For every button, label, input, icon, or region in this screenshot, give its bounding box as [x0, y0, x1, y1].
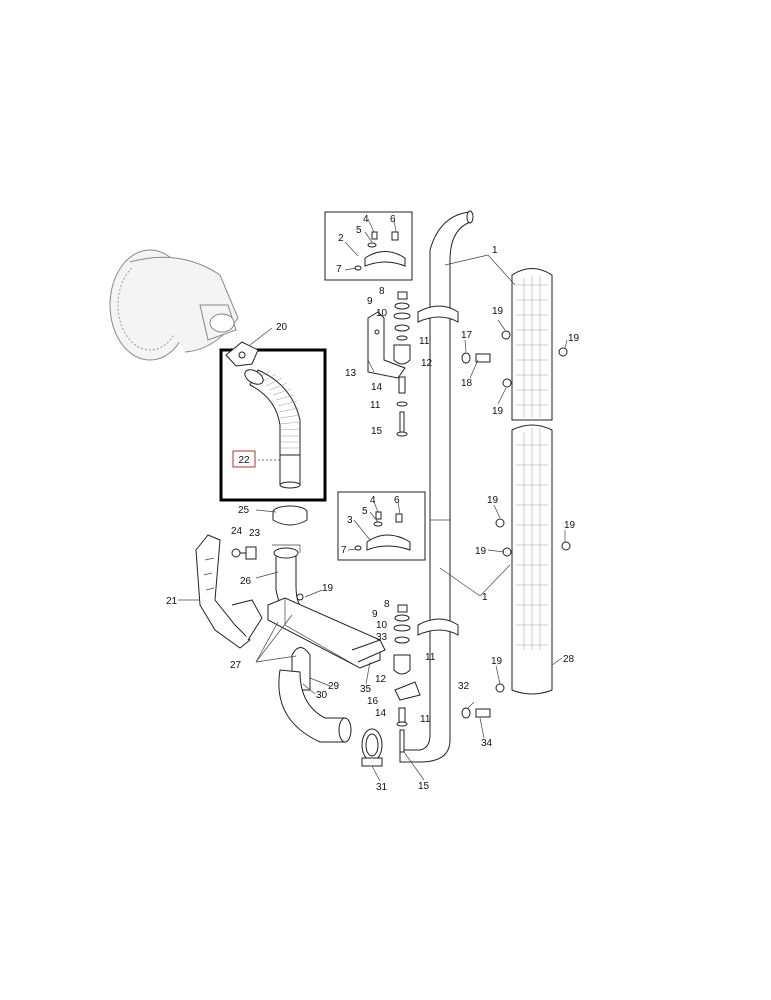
callout-32: 32 [458, 681, 470, 692]
callout-35: 35 [360, 684, 372, 695]
bracket-21 [195, 534, 263, 649]
callout-6: 6 [390, 214, 396, 225]
callout-7: 7 [336, 264, 342, 275]
callout-19: 19 [564, 520, 576, 531]
callout-23: 23 [249, 528, 261, 539]
bolt-34 [461, 707, 491, 719]
callout-19: 19 [475, 546, 487, 557]
clamp-31 [361, 728, 383, 767]
callout-16: 16 [367, 696, 379, 707]
bracket-13 [367, 311, 406, 379]
support-bar-35 [267, 597, 386, 669]
callout-19: 19 [487, 495, 499, 506]
callout-14: 14 [375, 708, 387, 719]
callout-28: 28 [563, 654, 575, 665]
heat-shield-lower [511, 424, 553, 695]
stack-clamp-upper [417, 305, 459, 323]
callout-27: 27 [230, 660, 242, 671]
callout-25: 25 [238, 505, 250, 516]
upper-hardware-stack [393, 291, 411, 437]
callout-11: 11 [420, 714, 431, 725]
callout-8: 8 [384, 599, 390, 610]
callout-6: 6 [394, 495, 400, 506]
callout-34: 34 [481, 738, 493, 749]
callout-11: 11 [370, 400, 381, 411]
callout-3: 3 [347, 515, 353, 526]
label-box-22 [232, 450, 256, 468]
callout-19: 19 [568, 333, 580, 344]
callout-20: 20 [276, 322, 288, 333]
callout-2: 2 [338, 233, 344, 244]
callout-9: 9 [372, 609, 378, 620]
callout-5: 5 [356, 225, 362, 236]
turbo-housing [109, 249, 239, 361]
callout-12: 12 [421, 358, 433, 369]
callout-1: 1 [492, 245, 498, 256]
callout-8: 8 [379, 286, 385, 297]
stack-clamp-lower [417, 618, 459, 636]
callout-19: 19 [492, 306, 504, 317]
callout-33: 33 [376, 632, 388, 643]
washer-24 [231, 548, 241, 558]
lower-pipe [278, 669, 352, 743]
highlight-label: 22 [238, 455, 250, 466]
callout-17: 17 [461, 330, 473, 341]
callout-11: 11 [425, 652, 436, 663]
callout-4: 4 [370, 495, 376, 506]
inset-box-upper [324, 211, 413, 281]
exhaust-stack [399, 210, 474, 763]
callout-5: 5 [362, 506, 368, 517]
leader-lines [178, 218, 568, 782]
callout-21: 21 [166, 596, 178, 607]
callout-12: 12 [375, 674, 387, 685]
callout-26: 26 [240, 576, 252, 587]
screws-19 [296, 330, 571, 693]
callout-11: 11 [419, 336, 430, 347]
flange-20 [225, 341, 259, 367]
callout-30: 30 [316, 690, 328, 701]
callout-15: 15 [371, 426, 383, 437]
heat-shield-upper [511, 268, 553, 421]
flex-pipe-22 [244, 369, 301, 489]
callout-15: 15 [418, 781, 430, 792]
callout-18: 18 [461, 378, 473, 389]
callout-4: 4 [363, 214, 369, 225]
bolt-23 [240, 546, 257, 560]
callout-19: 19 [491, 656, 503, 667]
callout-10: 10 [376, 308, 388, 319]
lower-hardware-stack [393, 604, 421, 753]
callout-29: 29 [328, 681, 340, 692]
inset-box-lower [337, 491, 426, 561]
callout-9: 9 [367, 296, 373, 307]
callout-24: 24 [231, 526, 243, 537]
clamp-25 [272, 505, 308, 526]
callout-13: 13 [345, 368, 357, 379]
callout-19: 19 [322, 583, 334, 594]
callouts: 1 1 2 3 4 4 5 5 6 6 7 7 8 8 9 9 10 10 11… [166, 214, 580, 793]
callout-31: 31 [376, 782, 388, 793]
callout-1: 1 [482, 592, 488, 603]
bolt-18 [461, 352, 491, 364]
highlight-box [219, 348, 327, 502]
callout-14: 14 [371, 382, 383, 393]
callout-10: 10 [376, 620, 388, 631]
callout-7: 7 [341, 545, 347, 556]
callout-19: 19 [492, 406, 504, 417]
